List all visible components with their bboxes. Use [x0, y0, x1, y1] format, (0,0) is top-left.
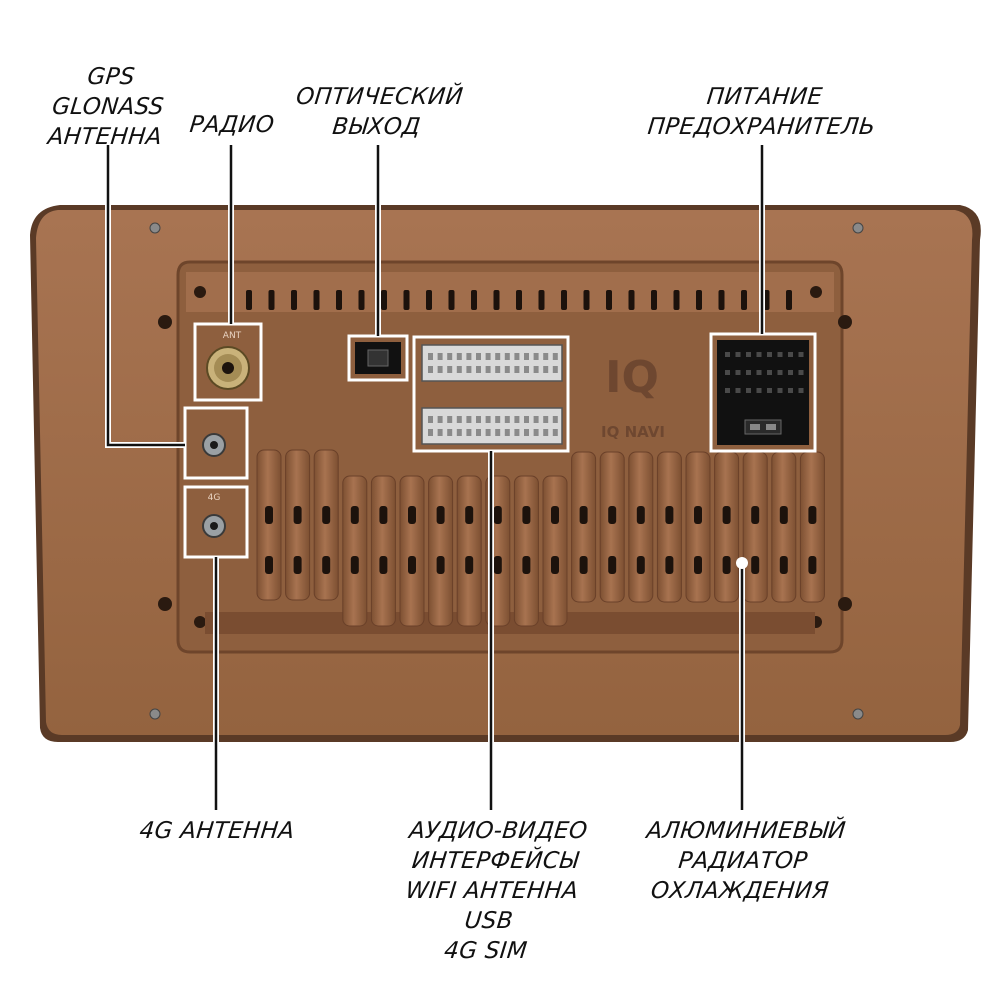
label-4g-antenna-text: 4G АНТЕННА: [138, 818, 296, 844]
label-radiator-line-2: РАДИАТОР: [677, 848, 809, 874]
radiator-fins: [256, 449, 825, 627]
vent-slot: [538, 290, 545, 310]
radiator-fin: [428, 475, 454, 627]
vent-slot: [696, 290, 702, 310]
radiator-fin: [313, 449, 339, 601]
screw-icon: [149, 222, 161, 234]
vent-slot: [516, 290, 522, 310]
label-av-line-4: USB: [463, 908, 515, 934]
radiator-marker: [736, 557, 748, 569]
radiator-fin: [599, 451, 625, 603]
vent-slot: [381, 290, 387, 310]
vent-slot: [673, 290, 680, 310]
radiator-fin: [513, 475, 539, 627]
vent-slot: [493, 290, 500, 310]
vent-slot: [448, 290, 455, 310]
power-fuse-connector: [709, 332, 817, 453]
label-radio: РАДИО: [174, 110, 289, 140]
label-av-line-3: WIFI АНТЕННА: [404, 878, 580, 904]
label-av-line-2: ИНТЕРФЕЙСЫ: [410, 848, 580, 874]
radiator-fin: [571, 451, 597, 603]
radiator-fin: [714, 451, 740, 603]
radiator-fin: [742, 451, 768, 603]
vent-slot: [628, 290, 635, 310]
screw-icon: [852, 708, 864, 720]
vent-slot: [426, 290, 432, 310]
label-gps-glonass-antenna: GPS GLONASS АНТЕННА: [37, 62, 178, 152]
label-radio-text: РАДИО: [188, 112, 276, 138]
brand-logo: IQ IQ NAVI: [601, 352, 665, 441]
radiator-fin: [256, 449, 282, 601]
label-radiator-line-3: ОХЛАЖДЕНИЯ: [649, 878, 831, 904]
label-aluminum-radiator: АЛЮМИНИЕВЫЙ РАДИАТОР ОХЛАЖДЕНИЯ: [633, 816, 852, 906]
vent-slot: [313, 290, 320, 310]
label-optical-output: ОПТИЧЕСКИЙ ВЫХОД: [285, 82, 471, 142]
vent-slot: [291, 290, 297, 310]
label-radiator-line-1: АЛЮМИНИЕВЫЙ: [645, 818, 848, 844]
label-4g-antenna: 4G АНТЕННА: [134, 816, 299, 846]
vent-slot: [403, 290, 410, 310]
vent-slot: [561, 290, 567, 310]
vent-slot: [651, 290, 657, 310]
label-gps-line-2: GLONASS: [50, 94, 166, 120]
label-av-line-1: АУДИО-ВИДЕО: [407, 818, 589, 844]
vent-slot: [268, 290, 275, 310]
radiator-fin: [656, 451, 682, 603]
radiator-fin: [771, 451, 797, 603]
label-power-line-1: ПИТАНИЕ: [705, 84, 824, 110]
radiator-fin: [399, 475, 425, 627]
vent-slot: [358, 290, 365, 310]
vent-slot: [336, 290, 342, 310]
label-optical-line-2: ВЫХОД: [331, 114, 422, 140]
radiator-fin: [342, 475, 368, 627]
vent-slot: [246, 290, 252, 310]
screw-icon: [149, 708, 161, 720]
label-av-line-5: 4G SIM: [442, 938, 529, 964]
brand-logo-mark: IQ: [605, 352, 659, 403]
vent-slot: [786, 290, 792, 310]
vent-slot: [583, 290, 590, 310]
4g-marking: 4G: [208, 493, 221, 503]
vent-slot: [718, 290, 725, 310]
vent-slot: [741, 290, 747, 310]
callout-lines: [105, 145, 765, 810]
label-av-interfaces: АУДИО-ВИДЕО ИНТЕРФЕЙСЫ WIFI АНТЕННА USB …: [388, 816, 596, 966]
label-gps-line-1: GPS: [86, 64, 137, 90]
radiator-fin: [370, 475, 396, 627]
top-vent-slots: [246, 290, 792, 310]
ant-marking: ANT: [223, 331, 242, 341]
label-power-fuse: ПИТАНИЕ ПРЕДОХРАНИТЕЛЬ: [643, 82, 883, 142]
radiator-fin: [285, 449, 311, 601]
radiator-fin: [685, 451, 711, 603]
av-connectors: [412, 335, 570, 453]
radiator-fin: [542, 475, 568, 627]
radiator-fin: [799, 451, 825, 603]
radiator-fin: [628, 451, 654, 603]
vent-slot: [606, 290, 612, 310]
label-power-line-2: ПРЕДОХРАНИТЕЛЬ: [646, 114, 877, 140]
brand-name: IQ NAVI: [601, 423, 665, 441]
optical-output-port: [347, 334, 409, 382]
vent-slot: [471, 290, 477, 310]
label-optical-line-1: ОПТИЧЕСКИЙ: [294, 84, 465, 110]
radiator-fin: [456, 475, 482, 627]
gps-antenna-port: [183, 406, 249, 480]
screw-icon: [852, 222, 864, 234]
label-gps-line-3: АНТЕННА: [46, 124, 164, 150]
